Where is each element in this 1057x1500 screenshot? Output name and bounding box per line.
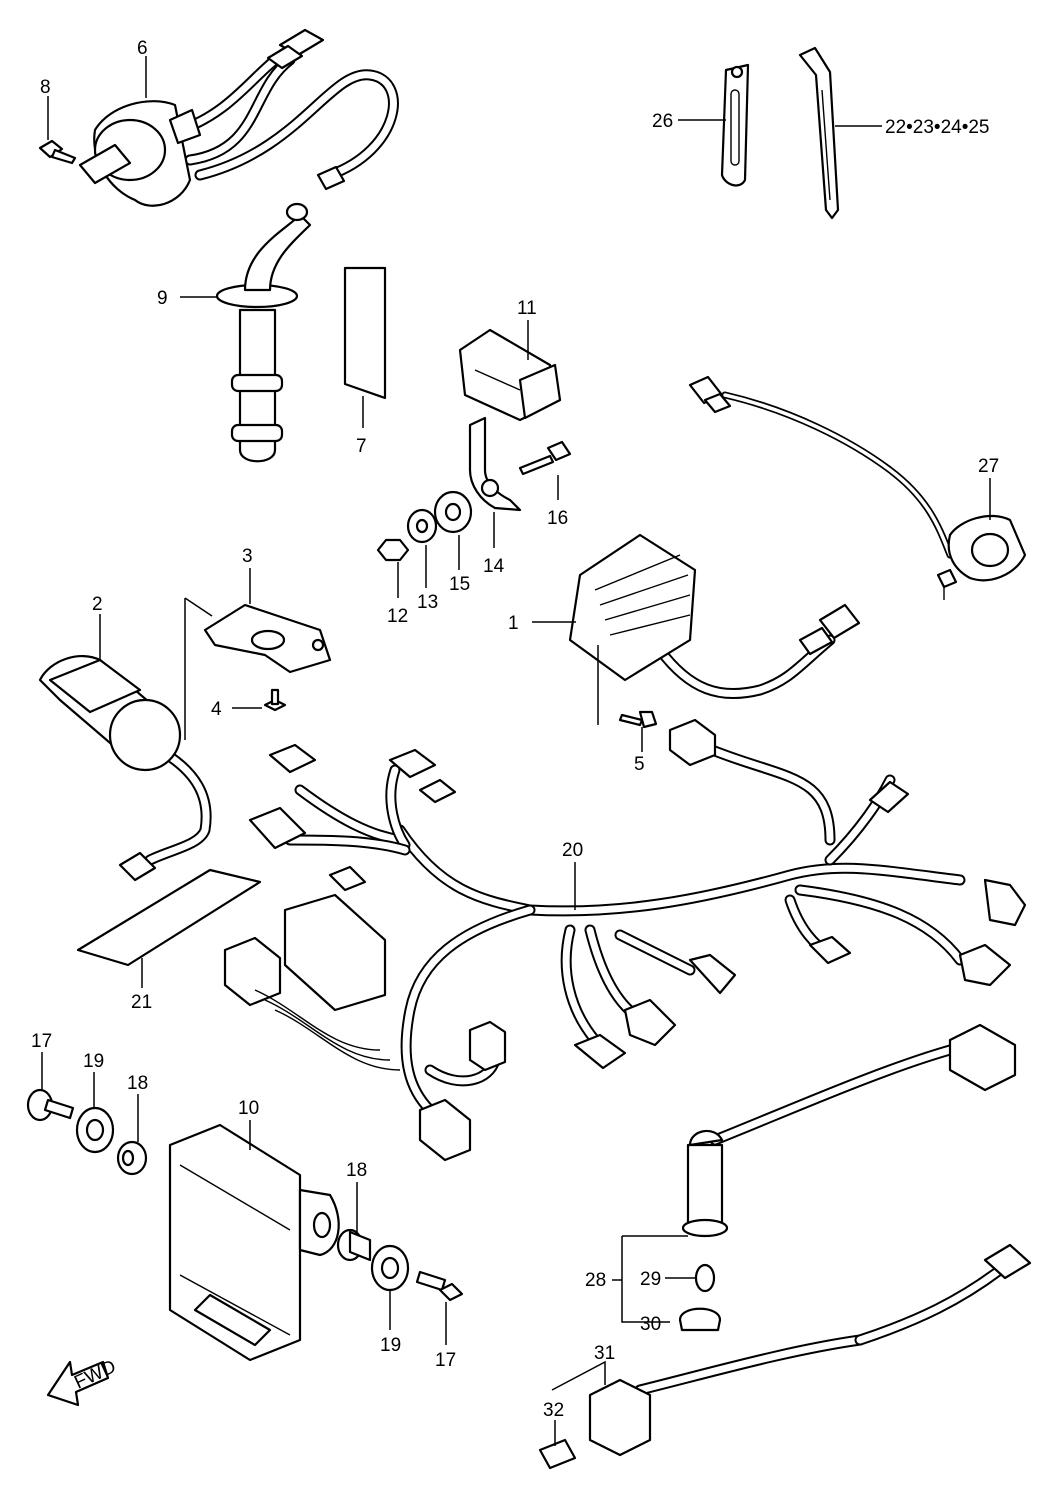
label-part-3: 3 [242, 546, 253, 567]
part-22-25-cable-tie [798, 46, 840, 220]
part-1-regulator [568, 533, 861, 700]
label-part-16: 16 [547, 508, 568, 529]
label-part-32: 32 [543, 1400, 564, 1421]
label-part-18-left: 18 [127, 1073, 148, 1094]
label-part-18-right: 18 [346, 1160, 367, 1181]
part-8-screw [38, 139, 77, 165]
label-part-20: 20 [562, 840, 583, 861]
part-14-bracket [468, 416, 522, 512]
part-9-plug-cap [215, 202, 312, 463]
label-part-5: 5 [634, 754, 645, 775]
leader-lines-28-30 [612, 1277, 696, 1281]
fwd-label: FWD [71, 1356, 119, 1393]
part-11-starter-relay [458, 328, 562, 422]
label-part-11: 11 [517, 298, 537, 319]
label-part-28: 28 [585, 1270, 606, 1291]
label-part-17-left: 17 [31, 1031, 52, 1052]
label-part-19-left: 19 [83, 1051, 104, 1072]
label-part-15: 15 [449, 574, 470, 595]
fwd-arrow-icon: FWD [46, 1356, 119, 1407]
label-part-10: 10 [238, 1098, 259, 1119]
part-17-18-19-left [26, 1088, 148, 1176]
part-17-18-19-right [336, 1228, 464, 1302]
label-part-12: 12 [387, 606, 408, 627]
part-26-clamp [720, 63, 750, 187]
label-part-17-right: 17 [435, 1350, 456, 1371]
label-part-4: 4 [211, 699, 222, 720]
part-16-bolt [518, 440, 572, 476]
label-part-13: 13 [417, 592, 438, 613]
part-3-bracket [203, 603, 332, 674]
part-labels: 6 8 9 7 11 14 16 12 13 15 26 22•23•24•25… [31, 38, 999, 1421]
label-part-21: 21 [131, 992, 152, 1013]
part-20-wiring-harness [223, 718, 1027, 1162]
label-part-27: 27 [978, 456, 999, 477]
label-part-8: 8 [40, 77, 51, 98]
part-2-ignition-coil [38, 655, 212, 882]
part-6-ignition-switch [78, 28, 399, 207]
part-10-ecu [168, 1123, 340, 1362]
label-part-19-right: 19 [380, 1335, 401, 1356]
leader-lines [41, 56, 991, 1446]
label-part-6: 6 [137, 38, 148, 59]
label-part-1: 1 [508, 613, 519, 634]
part-7-sheet [343, 266, 387, 400]
part-12-13-15-hardware [376, 490, 473, 562]
part-27-sensor [688, 375, 1027, 600]
label-part-30: 30 [640, 1314, 661, 1335]
part-4-bolt [263, 688, 287, 712]
part-28-30-lead [621, 1023, 1017, 1332]
part-5-screw [618, 710, 658, 729]
label-part-29: 29 [640, 1269, 661, 1290]
label-part-7: 7 [356, 436, 367, 457]
part-21-sheet [76, 868, 262, 967]
part-31-32-fuse [538, 1243, 1032, 1470]
label-part-31: 31 [594, 1343, 615, 1364]
label-part-14: 14 [483, 556, 505, 577]
label-part-2: 2 [92, 594, 103, 615]
label-part-26: 26 [652, 111, 673, 132]
label-part-9: 9 [157, 288, 168, 309]
label-part-22-25: 22•23•24•25 [885, 117, 990, 138]
